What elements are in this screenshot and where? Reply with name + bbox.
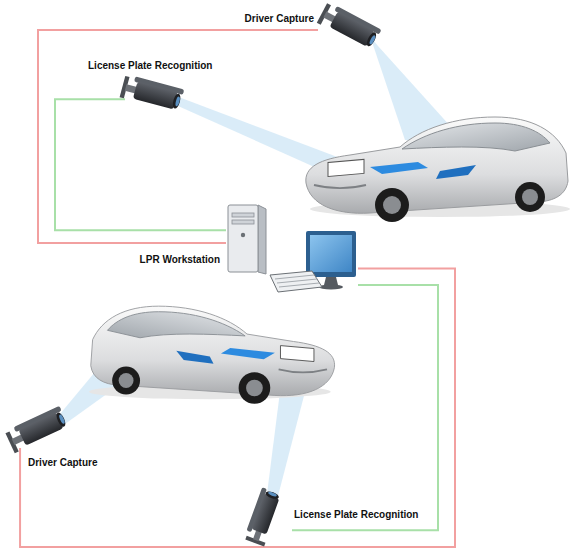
camera-icon bbox=[120, 74, 185, 113]
car-illustration bbox=[89, 306, 335, 404]
camera-node: License Plate Recognition bbox=[240, 486, 292, 538]
power-button bbox=[241, 233, 245, 237]
car-illustration bbox=[306, 117, 570, 222]
camera-drawing bbox=[240, 486, 292, 538]
workstation-drawing bbox=[226, 203, 358, 294]
camera-glass bbox=[268, 491, 278, 497]
camera-lens bbox=[55, 411, 67, 428]
camera-lens bbox=[365, 31, 378, 48]
license-plate bbox=[280, 346, 313, 362]
node-label: License Plate Recognition bbox=[294, 508, 418, 521]
camera-body bbox=[133, 82, 178, 110]
camera-glass bbox=[58, 414, 65, 424]
node-label: Driver Capture bbox=[245, 12, 314, 25]
car-body bbox=[306, 117, 568, 213]
car-light bbox=[436, 165, 476, 179]
workstation-node: LPR Workstation bbox=[226, 203, 358, 294]
camera-body bbox=[251, 493, 279, 534]
car-light bbox=[370, 162, 428, 174]
car-grille bbox=[279, 369, 327, 372]
node-label: Driver Capture bbox=[28, 456, 97, 469]
monitor-screen bbox=[310, 235, 352, 272]
car-light bbox=[176, 351, 213, 364]
workstation-icon bbox=[228, 205, 356, 292]
camera-node: Driver Capture bbox=[12, 408, 74, 448]
car-rim bbox=[522, 189, 538, 205]
monitor-frame bbox=[306, 231, 356, 277]
camera-lens bbox=[171, 93, 181, 110]
camera-node: Driver Capture bbox=[318, 10, 390, 50]
car-grille bbox=[314, 185, 366, 188]
car-wheel bbox=[515, 182, 545, 212]
car-light bbox=[221, 348, 275, 359]
car-wheel bbox=[375, 188, 409, 222]
camera-icon bbox=[243, 487, 282, 546]
car-wheel bbox=[112, 367, 140, 395]
camera-drawing bbox=[125, 80, 190, 112]
car-wheel bbox=[239, 372, 271, 404]
tower-front bbox=[228, 205, 258, 272]
car-rim bbox=[246, 380, 263, 397]
car-rim bbox=[383, 196, 401, 214]
keyboard-keys bbox=[275, 275, 319, 287]
license-plate bbox=[328, 159, 364, 176]
connector-line bbox=[38, 30, 318, 243]
car-body bbox=[91, 306, 335, 396]
camera-glass bbox=[175, 96, 181, 106]
camera-icon bbox=[317, 1, 382, 51]
monitor-base bbox=[319, 285, 343, 290]
connector-line bbox=[55, 99, 226, 230]
camera-lens bbox=[265, 490, 280, 500]
tower-side bbox=[258, 205, 266, 274]
camera-icon bbox=[5, 406, 70, 454]
drive-bay bbox=[232, 220, 254, 224]
car-glass bbox=[402, 123, 550, 151]
node-label: LPR Workstation bbox=[140, 253, 220, 266]
drive-bay bbox=[232, 213, 254, 217]
keyboard bbox=[270, 271, 322, 292]
camera-node: License Plate Recognition bbox=[125, 80, 190, 112]
camera-glass bbox=[369, 35, 377, 45]
connector-line bbox=[20, 269, 455, 547]
car-rim bbox=[119, 373, 134, 388]
node-label: License Plate Recognition bbox=[88, 59, 212, 72]
camera-drawing bbox=[318, 10, 390, 50]
camera-drawing bbox=[12, 408, 74, 448]
monitor-stand bbox=[324, 277, 338, 285]
connector-line bbox=[292, 285, 438, 530]
car-glass bbox=[107, 312, 245, 338]
